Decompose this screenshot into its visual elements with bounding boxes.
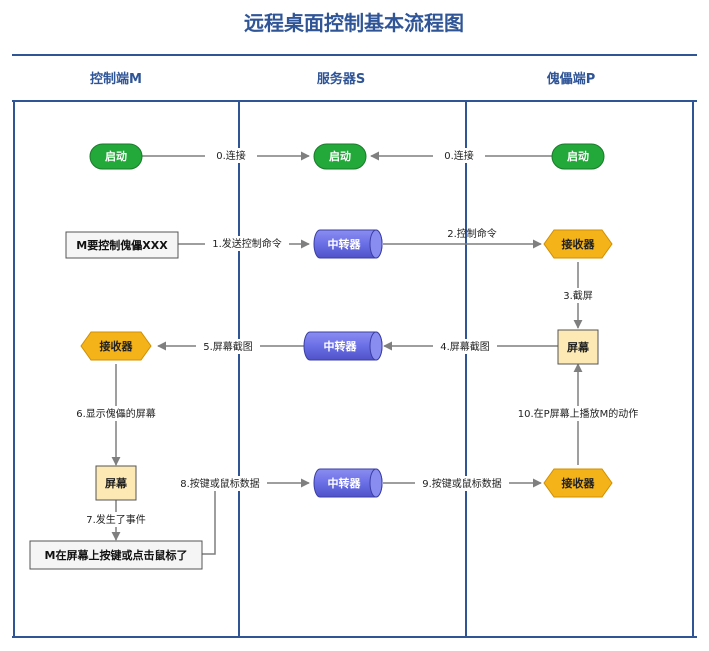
edge-label-3: 3.截屏 [563, 289, 593, 302]
edge-label-6: 6.显示傀儡的屏幕 [76, 407, 156, 420]
svg-text:启动: 启动 [567, 149, 589, 163]
svg-text:接收器: 接收器 [562, 237, 596, 251]
svg-text:M在屏幕上按键或点击鼠标了: M在屏幕上按键或点击鼠标了 [45, 548, 188, 562]
node-p-screen: 屏幕 [557, 329, 599, 365]
svg-text:接收器: 接收器 [100, 339, 134, 353]
lane-header-s: 服务器S [317, 71, 365, 87]
svg-text:启动: 启动 [105, 149, 127, 163]
swimlane-frame [12, 54, 697, 638]
node-m-screen: 屏幕 [95, 465, 137, 501]
edge-label-8: 8.按键或鼠标数据 [180, 477, 260, 490]
edge-label-9: 9.按键或鼠标数据 [422, 477, 502, 490]
node-p-start: 启动 [551, 143, 605, 170]
node-s-start: 启动 [313, 143, 367, 170]
node-p-receiver1: 接收器 [543, 229, 613, 259]
edge-labels: 0.连接 0.连接 1.发送控制命令 2.控制命令 3.截屏 4.屏幕截图 5.… [70, 148, 644, 527]
edge-label-4: 4.屏幕截图 [440, 340, 490, 353]
node-m-event: M在屏幕上按键或点击鼠标了 [29, 540, 203, 570]
edge-label-5: 5.屏幕截图 [203, 340, 253, 353]
lane-header-p: 傀儡端P [547, 71, 596, 87]
edge-8 [202, 478, 310, 555]
node-m-start: 启动 [89, 143, 143, 170]
edge-label-10: 10.在P屏幕上播放M的动作 [518, 407, 639, 420]
edge-label-0-left: 0.连接 [216, 149, 246, 162]
diagram-title: 远程桌面控制基本流程图 [244, 11, 464, 35]
svg-text:M要控制傀儡XXX: M要控制傀儡XXX [76, 238, 168, 252]
svg-text:接收器: 接收器 [562, 476, 596, 490]
svg-text:启动: 启动 [329, 149, 351, 163]
svg-text:屏幕: 屏幕 [105, 476, 128, 490]
edge-label-0-right: 0.连接 [444, 149, 474, 162]
node-m-intent: M要控制傀儡XXX [65, 231, 179, 259]
svg-text:中转器: 中转器 [324, 339, 358, 353]
edge-label-2: 2.控制命令 [447, 227, 497, 240]
svg-text:中转器: 中转器 [328, 476, 362, 490]
node-p-receiver2: 接收器 [543, 468, 613, 498]
node-m-receiver: 接收器 [80, 331, 152, 361]
svg-text:屏幕: 屏幕 [567, 340, 590, 354]
node-s-relay3: 中转器 [313, 468, 383, 498]
edge-label-1: 1.发送控制命令 [212, 237, 282, 250]
edge-label-7: 7.发生了事件 [86, 513, 146, 526]
node-s-relay1: 中转器 [313, 229, 383, 259]
node-s-relay2: 中转器 [303, 331, 383, 361]
lane-header-m: 控制端M [90, 71, 142, 87]
svg-text:中转器: 中转器 [328, 237, 362, 251]
